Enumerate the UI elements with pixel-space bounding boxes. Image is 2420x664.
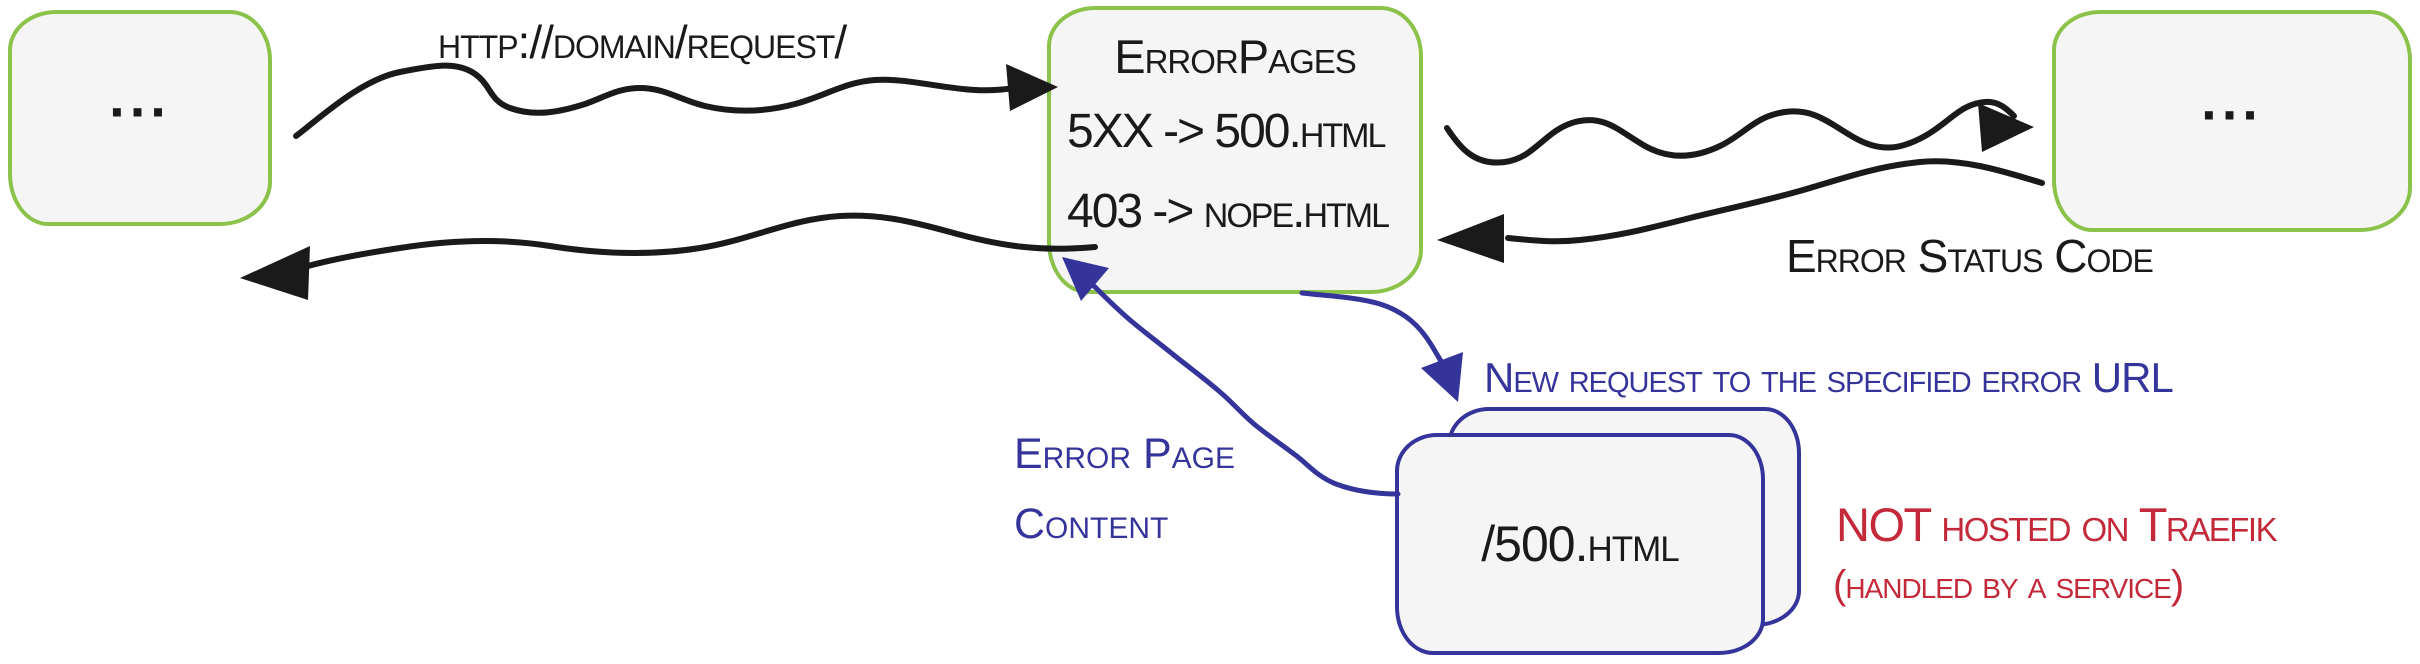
new-request-arrow (1299, 290, 1463, 402)
new-request-label: New request to the specified error URL (1484, 354, 2174, 401)
service-box-right-ellipsis: ... (2201, 68, 2263, 132)
request-url-label: http://domain/request/ (438, 16, 847, 68)
error-status-code-label: Error Status Code (1786, 230, 2154, 282)
error-page-card-label: /500.html (1481, 516, 1679, 572)
error-page-card-front: /500.html (1395, 433, 1765, 655)
errorpages-middleware-box: ErrorPages 5XX -> 500.html 403 -> nope.h… (1047, 6, 1423, 294)
forward-request-arrow (1444, 98, 2034, 166)
service-box-left: ... (8, 10, 272, 226)
middleware-title: ErrorPages (1114, 30, 1357, 83)
error-page-content-label: Error Page Content (1014, 430, 1235, 548)
middleware-rule-403: 403 -> nope.html (1067, 185, 1390, 238)
service-box-right: ... (2052, 10, 2412, 232)
not-hosted-note-line1: NOT hosted on Traefik (1836, 498, 2278, 551)
not-hosted-note-line2: (handled by a service) (1833, 563, 2184, 607)
request-arrow (293, 62, 1058, 139)
service-box-left-ellipsis: ... (109, 65, 171, 129)
response-arrow (240, 212, 1098, 300)
middleware-rule-5xx: 5XX -> 500.html (1067, 105, 1386, 158)
